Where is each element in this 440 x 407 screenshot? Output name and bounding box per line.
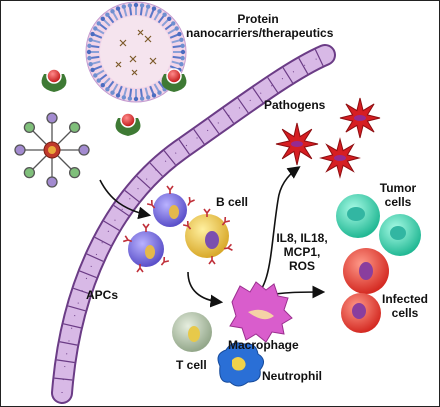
protein-cup-icon: [161, 68, 187, 92]
cytokines-line1: IL8, IL18,: [276, 231, 328, 245]
protein-cup-icon: [41, 68, 67, 92]
protein-cluster-icon: [14, 112, 90, 188]
protein-label-line2: nanocarriers/therapeutics: [186, 26, 334, 40]
tumor-label-line2: cells: [384, 195, 412, 209]
tumor-label-line1: Tumor: [379, 181, 417, 195]
macrophage-label: Macrophage: [228, 338, 299, 352]
pathogen-icon: [339, 97, 381, 139]
pathogen-icon: [319, 137, 361, 179]
infected-cell: [343, 248, 389, 294]
tumor-cell: [336, 194, 380, 238]
neutrophil-cell: [217, 342, 264, 387]
tumor-cell: [379, 214, 421, 256]
infected-cells-label: Infected cells: [380, 292, 430, 320]
macrophage-cell: [229, 281, 293, 343]
pathogen-icon: [275, 122, 319, 166]
protein-label-line1: Protein: [237, 12, 279, 26]
cytokines-label: IL8, IL18, MCP1, ROS: [270, 231, 334, 273]
apcs-label: APCs: [86, 288, 119, 302]
cytokines-line2: MCP1,: [283, 245, 321, 259]
nanocarrier-icon: [85, 1, 187, 103]
protein-cup-icon: [115, 112, 141, 136]
antibody-icons: [122, 185, 233, 273]
pathogens-label: Pathogens: [264, 98, 326, 112]
b-cell: [185, 214, 229, 258]
b-cell-label: B cell: [216, 195, 249, 209]
apc-cell: [128, 231, 164, 267]
t-cell: [172, 312, 212, 352]
blood-vessel: [51, 44, 336, 404]
tumor-cells-label: Tumor cells: [373, 181, 423, 209]
arrow-to-macrophage: [187, 271, 224, 308]
arrow-to-pathogens: [249, 166, 301, 301]
t-cell-label: T cell: [176, 358, 207, 372]
infected-label-line1: Infected: [381, 292, 428, 306]
arrow-to-apcs: [99, 179, 152, 220]
protein-nanocarriers-label: Protein nanocarriers/therapeutics: [186, 12, 334, 40]
neutrophil-label: Neutrophil: [262, 369, 322, 383]
cytokines-line3: ROS: [288, 259, 315, 273]
apc-cell: [153, 193, 187, 227]
infected-label-line2: cells: [391, 306, 419, 320]
infected-cell: [341, 293, 381, 333]
